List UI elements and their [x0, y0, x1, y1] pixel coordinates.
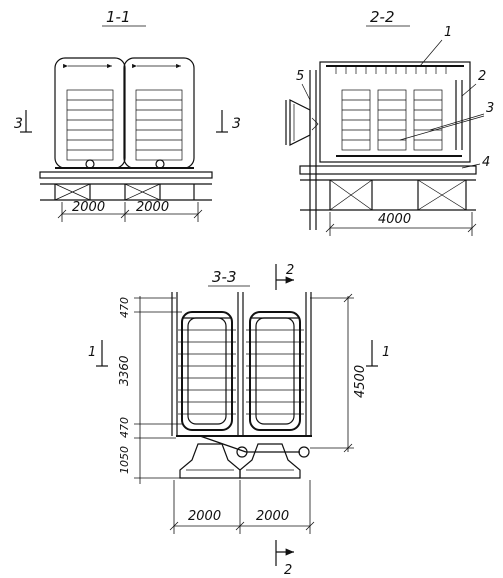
dimension-1-1: 2000 2000: [57, 200, 203, 222]
housing: [319, 61, 471, 163]
dim-470-top: 470: [118, 297, 131, 318]
dim-3360: 3360: [117, 355, 131, 386]
dim-2000-plan-a: 2000: [188, 509, 221, 524]
unit-right: [123, 57, 195, 169]
support-frame-1-1: [40, 183, 212, 201]
callout-2: 2: [478, 69, 486, 84]
callout-3: 3: [486, 101, 494, 116]
cut-1-right-label: 1: [382, 345, 390, 360]
dim-4500: 4500: [353, 365, 368, 398]
overall-dimension: 4500: [310, 293, 368, 453]
callout-5: 5: [296, 69, 304, 84]
section-3-3: 3-3 2: [88, 263, 390, 578]
unit-left: [54, 57, 126, 169]
section-1-1-title: 1-1: [106, 8, 131, 26]
plan-unit-right: [246, 311, 304, 431]
cut-3-left-label: 3: [14, 116, 23, 132]
posts: [171, 292, 312, 436]
section-1-1: 1-1: [14, 8, 241, 222]
cut-3-right-label: 3: [232, 116, 241, 132]
shelves-2-2: [341, 89, 443, 151]
fan-inlet: [285, 70, 319, 230]
dimension-2-2: 4000: [325, 212, 477, 236]
cut-2-bottom-label: 2: [284, 563, 292, 578]
dim-470-bottom: 470: [118, 417, 131, 438]
section-3-3-title: 3-3: [212, 268, 237, 286]
dim-2000-a: 2000: [72, 200, 105, 215]
vertical-dimensions: 470 3360 470 1050: [117, 296, 182, 484]
support-frame-2-2: [300, 179, 476, 211]
section-2-2-title: 2-2: [370, 8, 395, 26]
callout-4: 4: [482, 155, 490, 170]
plan-fan-right: [239, 443, 301, 479]
horizontal-dimensions: 2000 2000: [169, 480, 315, 534]
plan-unit-left: [178, 311, 236, 431]
shelves-left: [66, 89, 114, 161]
callouts-2-2: 1 2 3 4 5: [296, 25, 494, 170]
dim-2000-plan-b: 2000: [256, 509, 289, 524]
callout-1: 1: [444, 25, 452, 40]
cut-2-top-label: 2: [286, 263, 294, 278]
dim-2000-b: 2000: [136, 200, 169, 215]
dim-4000: 4000: [378, 212, 411, 227]
shelves-right: [135, 89, 183, 161]
section-2-2: 2-2: [285, 8, 494, 236]
cut-1-left-label: 1: [88, 345, 96, 360]
plan-fan-left: [179, 443, 241, 479]
dim-1050: 1050: [118, 446, 131, 474]
